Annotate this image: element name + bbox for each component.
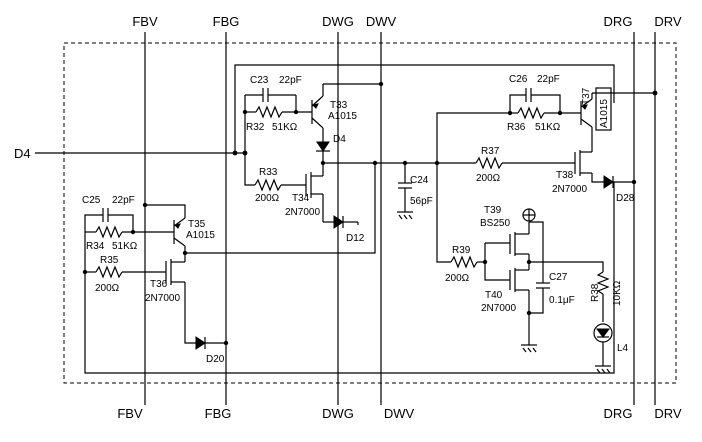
pin-label-drv-top: DRV [654,14,682,29]
label-t39-val: BS250 [480,218,510,229]
stage-fb [82,182,615,374]
stage-led [436,163,613,374]
label-r33-val: 200Ω [255,193,280,204]
label-t35-ref: T35 [188,219,206,230]
pin-label-drg-top: DRG [604,14,633,29]
label-t40-val: 2N7000 [481,303,516,314]
pin-label-dwg-bottom: DWG [322,406,354,421]
label-r35-val: 200Ω [95,283,120,294]
label-t33-ref: T33 [330,100,348,111]
label-d28-ref: D28 [616,193,635,204]
pin-label-drv-bottom: DRV [654,406,682,421]
label-t38-ref: T38 [556,170,574,181]
label-r36-val: 51KΩ [535,122,561,133]
label-c26-ref: C26 [509,74,528,85]
pin-label-dwv-bottom: DWV [384,406,415,421]
label-r34-ref: R34 [86,241,105,252]
label-t37-ref: T37 [581,87,592,105]
label-r38-ref: R38 [590,283,601,302]
label-t40-ref: T40 [485,290,503,301]
component-labels: C23 22pF R32 51KΩ T33 A1015 D4 R33 200Ω … [82,74,635,365]
label-r37-ref: R37 [481,146,500,157]
label-c23-val: 22pF [279,75,302,86]
label-t39-ref: T39 [484,205,502,216]
pin-label-fbv-top: FBV [132,14,158,29]
label-r34-val: 51KΩ [112,241,138,252]
label-r39-val: 200Ω [445,273,470,284]
label-c25-val: 22pF [112,195,135,206]
label-c23-ref: C23 [250,75,269,86]
label-r35-ref: R35 [100,255,119,266]
pin-label-dwv-top: DWV [366,14,397,29]
label-r32-val: 51KΩ [272,122,298,133]
bus-lines [144,32,656,405]
label-l4-ref: L4 [617,343,629,354]
label-r37-val: 200Ω [476,173,501,184]
pin-label-fbg-top: FBG [213,14,240,29]
label-c26-val: 22pF [537,74,560,85]
label-c24-ref: C24 [410,175,429,186]
pin-label-dwg-top: DWG [322,14,354,29]
label-r32-ref: R32 [246,122,265,133]
label-d4-ref: D4 [333,134,346,145]
stage-dw [185,64,615,254]
label-t33-val: A1015 [328,111,357,122]
label-c27-ref: C27 [549,272,568,283]
label-d12-ref: D12 [346,233,365,244]
label-c27-val: 0.1μF [549,295,575,306]
label-t34-val: 2N7000 [285,207,320,218]
pin-label-fbv-bottom: FBV [117,406,143,421]
label-t36-ref: T36 [150,279,168,290]
pin-label-fbg-bottom: FBG [205,406,232,421]
label-r36-ref: R36 [507,122,526,133]
label-t37-val: A1015 [599,99,610,128]
label-d20-ref: D20 [206,354,225,365]
label-t34-ref: T34 [292,193,310,204]
label-r39-ref: R39 [452,245,471,256]
stage-dr [436,87,658,189]
label-t35-val: A1015 [186,230,215,241]
label-r38-val: 10KΩ [612,280,623,306]
label-r33-ref: R33 [259,167,278,178]
pin-label-d4: D4 [14,146,31,161]
label-c25-ref: C25 [82,195,101,206]
pin-label-drg-bottom: DRG [604,406,633,421]
label-t36-val: 2N7000 [145,293,180,304]
label-t38-val: 2N7000 [552,184,587,195]
label-c24-val: 56pF [410,196,433,207]
